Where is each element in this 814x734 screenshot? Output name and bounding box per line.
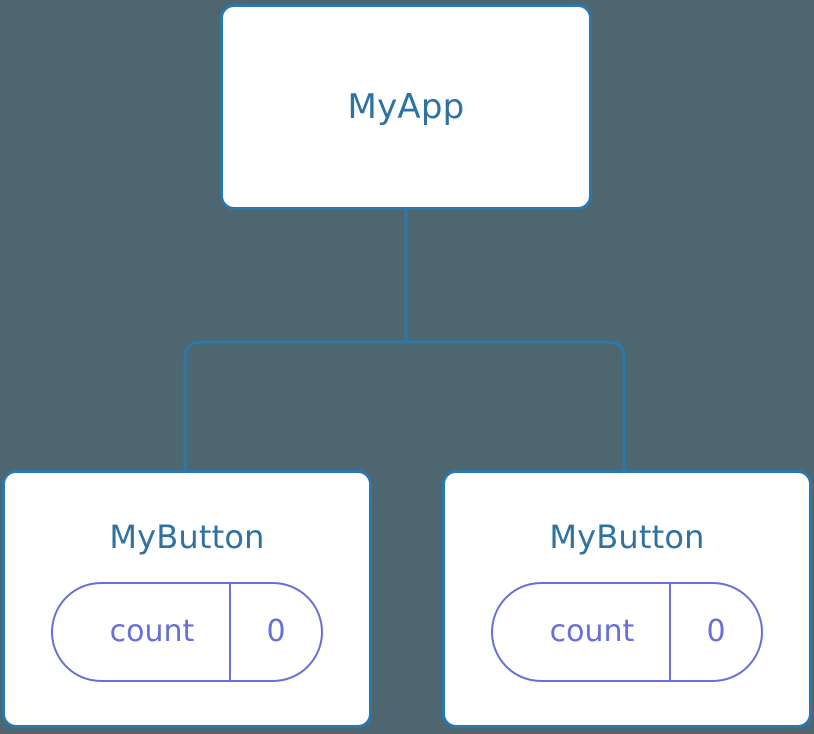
tree-node-root[interactable]: MyApp (220, 4, 592, 210)
node-title: MyApp (347, 87, 465, 127)
node-title: MyButton (549, 518, 705, 556)
state-pill-key: count (549, 614, 635, 649)
state-pill[interactable]: count 0 (51, 582, 323, 682)
tree-node-child-2[interactable]: MyButton count 0 (442, 470, 812, 728)
state-pill-key: count (109, 614, 195, 649)
state-pill-value: 0 (229, 584, 321, 680)
tree-node-child-1[interactable]: MyButton count 0 (2, 470, 372, 728)
node-title: MyButton (109, 518, 265, 556)
state-pill-value: 0 (669, 584, 761, 680)
state-pill[interactable]: count 0 (491, 582, 763, 682)
edge-bracket (183, 340, 626, 470)
